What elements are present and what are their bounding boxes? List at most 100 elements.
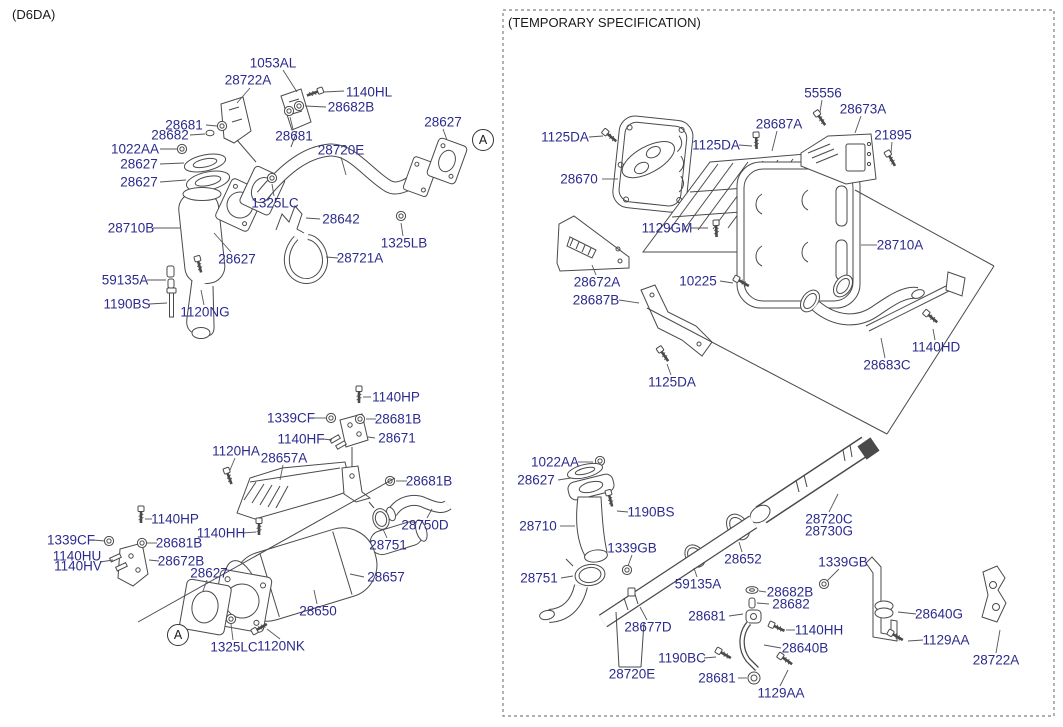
part-number-label: 1120HA (212, 443, 260, 459)
part-number-label: 28652 (724, 551, 762, 567)
part-number-label: 28670 (560, 171, 598, 187)
part-number-label: 28627 (120, 156, 158, 172)
part-number-label: 59135A (674, 576, 722, 592)
part-number-label: 28722A (972, 652, 1020, 668)
part-number-label: 55556 (804, 85, 842, 101)
part-number-label: 1140HP (372, 389, 420, 405)
bolt-55556 (811, 108, 829, 129)
part-number-label: 28682 (151, 127, 189, 143)
section-marker-a: A (167, 624, 189, 646)
part-number-label: 28627 (424, 114, 462, 130)
part-number-label: 28722A (224, 72, 272, 88)
part-number-label: 1022AA (530, 454, 580, 470)
engine-code-title: (D6DA) (12, 7, 56, 22)
temp-spec-title: (TEMPORARY SPECIFICATION) (508, 15, 701, 30)
part-number-label: 28672A (573, 274, 621, 290)
bolt-1140HL (304, 85, 326, 100)
bolt-1140HP (354, 384, 364, 405)
part-number-label: 1129GM (641, 220, 693, 236)
part-number-label: 21895 (874, 127, 912, 143)
part-number-label: 28640B (781, 640, 829, 656)
part-number-label: 28681 (165, 117, 203, 133)
bolt-1190BC (713, 645, 734, 662)
part-number-label: 59135A (101, 272, 149, 288)
part-number-label: 28681 (698, 670, 736, 686)
part-number-label: 28683C (863, 357, 911, 373)
front-pipe-assembly-drawing (166, 85, 468, 339)
part-number-label: 1325LC (251, 195, 299, 211)
part-number-label: 1140HL (345, 84, 393, 100)
bolt-1190BS (603, 487, 617, 509)
part-number-label: 28673A (839, 101, 887, 117)
part-number-label: 1125DA (648, 374, 696, 390)
bolt-1125DA-1 (600, 126, 620, 145)
part-number-label: 28672B (157, 553, 205, 569)
part-number-label: 1339GB (607, 540, 657, 556)
leader-lines (92, 69, 1001, 687)
bolt-1140HH (254, 516, 264, 537)
section-marker-a: A (472, 129, 494, 151)
part-number-label: 28671 (378, 430, 416, 446)
bolt-1125DA-2 (751, 130, 761, 151)
part-number-label: 28751 (520, 570, 558, 586)
muffler-assembly-drawing (103, 384, 452, 637)
part-number-label: 28710A (876, 237, 924, 253)
part-number-label: 1190BS (627, 504, 675, 520)
part-number-label: 1190BS (103, 296, 151, 312)
temp-spec-box (502, 9, 1055, 717)
part-number-label: 1125DA (692, 137, 740, 153)
part-number-label: 28677D (624, 619, 672, 635)
part-number-label: 1129AA (922, 632, 970, 648)
part-number-label: 1053AL (249, 55, 297, 71)
part-number-label: 28657 (367, 569, 405, 585)
part-number-label: 1022AA (110, 141, 160, 157)
part-number-label: 28657A (260, 450, 308, 466)
bolt-1140HD (921, 307, 941, 326)
part-number-label: 28687A (755, 116, 803, 132)
construction-lines (137, 130, 995, 668)
part-number-label: 10225 (679, 273, 717, 289)
part-number-label: 28710 (519, 518, 557, 534)
bolt-1140HP-left (136, 504, 146, 525)
part-number-label: 28687B (572, 292, 620, 308)
part-number-label: 1339CF (266, 410, 316, 426)
part-number-label: 1325LC (210, 639, 258, 655)
part-number-label: 28730G (804, 523, 854, 539)
part-number-label: 1339CF (46, 532, 96, 548)
part-number-label: 28681B (155, 535, 203, 551)
temp-spec-assembly-drawing (539, 108, 1007, 685)
part-number-label: 28650 (299, 603, 337, 619)
part-number-label: 1140HH (196, 525, 246, 541)
part-number-label: 1339GB (818, 554, 868, 570)
part-number-label: 1140HF (277, 431, 325, 447)
part-number-label: 28627 (190, 565, 228, 581)
part-number-label: 1140HH (794, 622, 844, 638)
part-number-label: 28682B (766, 584, 814, 600)
bolt-1125DA-3 (654, 344, 672, 365)
part-number-label: 28751 (369, 537, 407, 553)
part-number-label: 1140HP (151, 511, 199, 527)
part-number-label: 1140HD (911, 339, 961, 355)
part-number-label: 28720E (608, 666, 656, 682)
part-number-label: 1120NG (180, 304, 230, 320)
part-number-label: 1325LB (380, 235, 428, 251)
part-number-label: 1125DA (541, 129, 589, 145)
part-number-label: 28710B (107, 220, 155, 236)
part-number-label: 28720C (805, 511, 853, 527)
bolt-1140HH-right (766, 619, 788, 635)
part-number-label: 1120NK (257, 638, 305, 654)
part-number-label: 1190BC (658, 650, 706, 666)
part-number-label: 28627 (218, 251, 256, 267)
part-number-label: 1129AA (757, 685, 805, 701)
part-number-label: 28682 (772, 596, 810, 612)
part-number-label: 28627 (517, 472, 555, 488)
part-number-label: 28681B (405, 473, 453, 489)
part-number-label: 28642 (322, 211, 360, 227)
part-number-label: 28681 (688, 608, 726, 624)
part-number-label: 1140HV (54, 558, 102, 574)
bolt-1120HA (221, 465, 236, 487)
part-number-label: 28627 (120, 174, 158, 190)
part-number-label: 28720E (317, 142, 365, 158)
